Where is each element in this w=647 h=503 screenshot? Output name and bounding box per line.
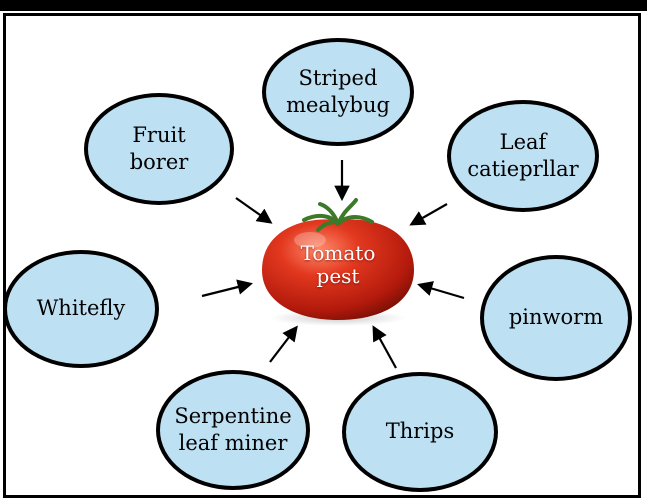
node-thrips: Thrips bbox=[342, 372, 498, 492]
arrow-fruit bbox=[236, 198, 270, 222]
arrow-leaf bbox=[412, 204, 447, 224]
node-label: Fruit borer bbox=[130, 122, 189, 177]
node-label: Leaf catieprllar bbox=[467, 129, 578, 184]
arrow-pinworm bbox=[420, 285, 464, 298]
node-leaf-caterpillar: Leaf catieprllar bbox=[447, 100, 599, 212]
node-label: Serpentine leaf miner bbox=[174, 403, 291, 458]
arrow-thrips bbox=[374, 328, 396, 368]
center-label: Tomato pest bbox=[273, 242, 403, 288]
node-whitefly: Whitefly bbox=[3, 250, 159, 368]
node-label: Thrips bbox=[386, 418, 455, 445]
arrow-whitefly bbox=[202, 284, 250, 296]
node-label: Whitefly bbox=[37, 295, 126, 322]
arrow-serpentine bbox=[270, 328, 296, 362]
node-fruit-borer: Fruit borer bbox=[84, 93, 234, 205]
node-serpentine-leaf-miner: Serpentine leaf miner bbox=[156, 370, 310, 490]
node-striped-mealybug: Striped mealybug bbox=[262, 38, 414, 146]
node-pinworm: pinworm bbox=[480, 255, 632, 381]
node-label: pinworm bbox=[509, 304, 603, 331]
node-label: Striped mealybug bbox=[286, 65, 390, 120]
